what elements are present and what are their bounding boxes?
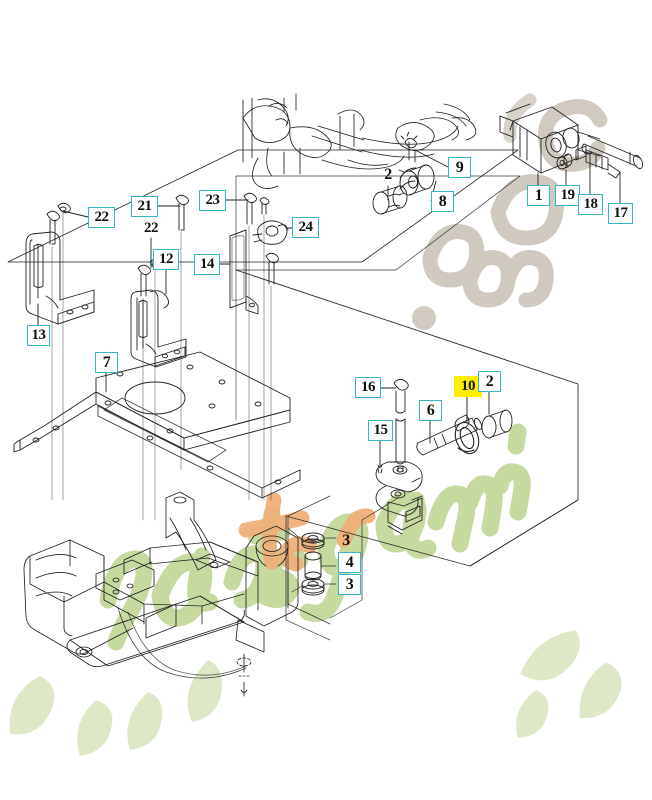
part-callout-15[interactable]: 15 [368, 420, 393, 441]
part-callout-13[interactable]: 13 [27, 325, 50, 346]
part-callout-1[interactable]: 1 [527, 185, 550, 206]
part-callout-24[interactable]: 24 [292, 217, 319, 238]
part-callout-2[interactable]: 2 [478, 371, 501, 392]
part-callout-22[interactable]: 22 [88, 207, 115, 228]
part-callout-4[interactable]: 4 [338, 552, 361, 573]
part-callout-8[interactable]: 8 [431, 191, 454, 212]
part-callout-22[interactable]: 22 [144, 220, 159, 236]
part-callout-16[interactable]: 16 [355, 377, 381, 398]
part-callout-14[interactable]: 14 [194, 254, 220, 275]
part-callout-21[interactable]: 21 [131, 196, 158, 217]
part-callout-18[interactable]: 18 [578, 194, 603, 215]
part-callout-3[interactable]: 3 [338, 574, 361, 595]
part-callout-19[interactable]: 19 [555, 185, 580, 206]
part-callout-9[interactable]: 9 [448, 157, 471, 178]
part-callout-10[interactable]: 10 [454, 376, 482, 397]
part-callout-17[interactable]: 17 [608, 203, 633, 224]
part-callout-23[interactable]: 23 [199, 190, 226, 211]
part-callout-12[interactable]: 12 [153, 249, 179, 270]
part-callout-3[interactable]: 3 [342, 531, 350, 549]
part-callout-6[interactable]: 6 [419, 400, 442, 421]
part-callout-7[interactable]: 7 [95, 352, 118, 373]
part-callout-2[interactable]: 2 [384, 165, 392, 183]
